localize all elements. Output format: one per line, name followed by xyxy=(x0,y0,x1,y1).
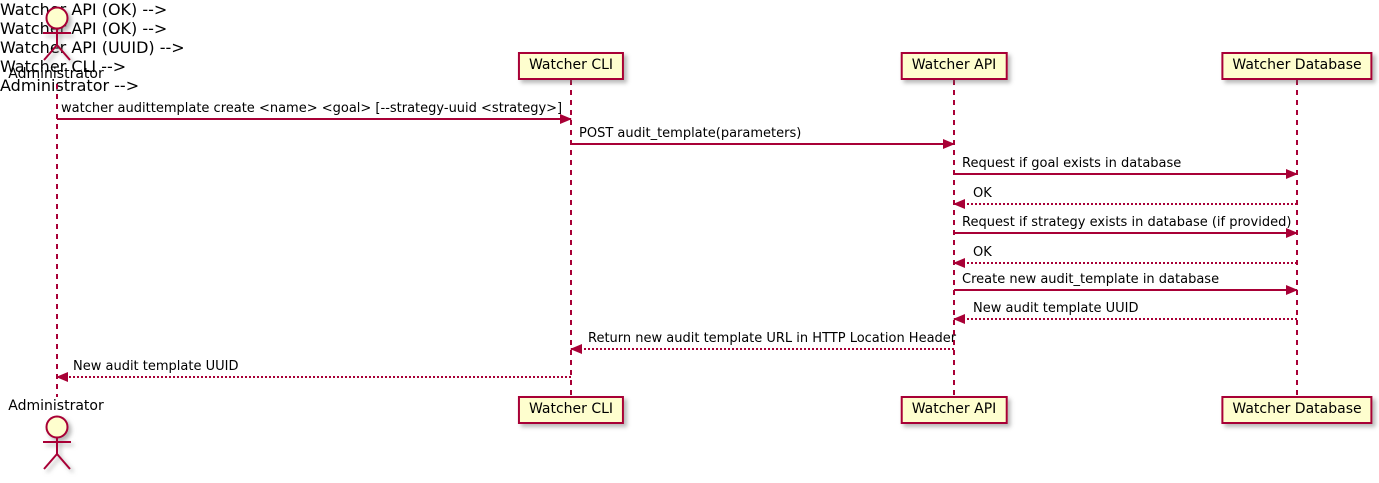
actor-label-bottom: Administrator xyxy=(8,398,104,414)
message-label: New audit template UUID xyxy=(73,359,239,374)
participant-watcher-api-top: Watcher API xyxy=(900,52,1008,80)
message-label: OK xyxy=(973,186,992,201)
message-label: watcher audittemplate create <name> <goa… xyxy=(61,101,563,116)
lifeline-administrator xyxy=(56,84,58,397)
message-line xyxy=(953,314,1297,324)
arrowhead-left-icon xyxy=(953,258,965,268)
arrowhead-left-icon xyxy=(953,199,965,209)
actor-person-icon xyxy=(43,415,71,470)
message-label: POST audit_template(parameters) xyxy=(579,126,802,141)
participant-watcher-cli-bottom: Watcher CLI xyxy=(517,396,625,424)
message-line xyxy=(953,258,1297,268)
lifeline-watcher-database xyxy=(1296,80,1298,397)
message-line xyxy=(953,199,1297,209)
participant-watcher-database-bottom: Watcher Database xyxy=(1221,396,1373,424)
message-line xyxy=(57,114,572,124)
arrowhead-right-icon xyxy=(1286,228,1298,238)
message-label: OK xyxy=(973,245,992,260)
message-line xyxy=(570,344,954,354)
message-label: New audit template UUID xyxy=(973,301,1139,316)
arrowhead-left-icon xyxy=(953,314,965,324)
message-label: Request if strategy exists in database (… xyxy=(962,215,1292,230)
message-label: Create new audit_template in database xyxy=(962,272,1220,287)
lifeline-watcher-cli xyxy=(570,80,572,397)
message-line xyxy=(56,372,571,382)
message-label: Request if goal exists in database xyxy=(962,156,1182,171)
participant-watcher-cli-top: Watcher CLI xyxy=(517,52,625,80)
arrowhead-right-icon xyxy=(943,139,955,149)
message-line xyxy=(954,228,1298,238)
lifeline-watcher-api xyxy=(953,80,955,397)
message-line xyxy=(954,169,1298,179)
arrowhead-right-icon xyxy=(1286,169,1298,179)
message-line xyxy=(571,139,955,149)
actor-label-top: Administrator xyxy=(8,66,104,82)
arrowhead-left-icon xyxy=(56,372,68,382)
message-line xyxy=(954,285,1298,295)
participant-watcher-database-top: Watcher Database xyxy=(1221,52,1373,80)
message-label: Return new audit template URL in HTTP Lo… xyxy=(588,331,957,346)
participant-watcher-api-bottom: Watcher API xyxy=(900,396,1008,424)
arrowhead-left-icon xyxy=(570,344,582,354)
actor-person-icon xyxy=(43,6,71,61)
arrowhead-right-icon xyxy=(560,114,572,124)
arrowhead-right-icon xyxy=(1286,285,1298,295)
